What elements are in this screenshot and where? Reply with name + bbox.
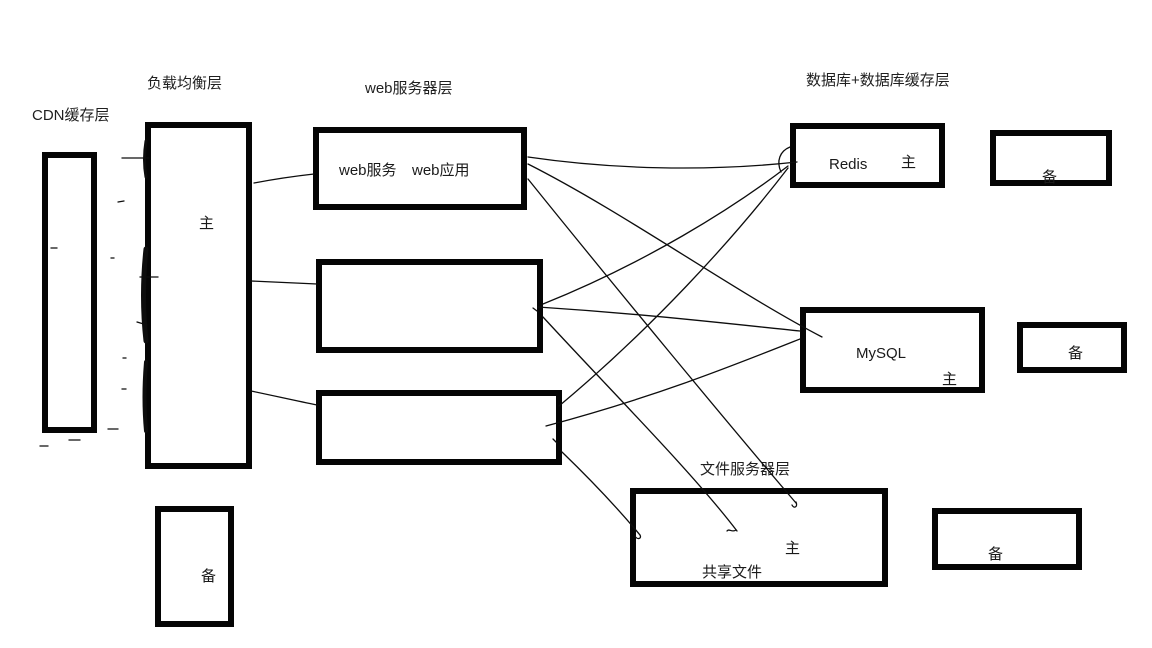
redis-backup-label: 备	[1042, 169, 1058, 186]
connector-web1-file	[527, 178, 797, 504]
redis-box: Redis 主	[790, 123, 945, 188]
file-backup-box: 备	[932, 508, 1082, 570]
web-app-label: web应用	[412, 162, 470, 179]
mysql-role-label: 主	[942, 371, 958, 388]
lb-primary-box: 主	[145, 122, 252, 469]
mysql-backup-box: 备	[1017, 322, 1127, 373]
web-layer-label: web服务器层	[365, 80, 453, 97]
file-layer-label: 文件服务器层	[700, 461, 791, 478]
redis-role-label: 主	[901, 154, 917, 171]
cdn-layer-label: CDN缓存层	[32, 107, 110, 124]
connector-web1-mysql	[527, 163, 823, 338]
lb-backup-box: 备	[155, 506, 234, 627]
pen-speck	[117, 200, 125, 203]
web-server2-box	[316, 259, 543, 353]
mysql-label: MySQL	[856, 345, 907, 362]
lb-layer-label: 负载均衡层	[147, 75, 223, 92]
lb-backup-role-label: 备	[201, 568, 217, 585]
file-primary-box: 主 共享文件	[630, 488, 888, 587]
web-server3-box	[316, 390, 562, 465]
connector-lb-web3	[250, 390, 318, 406]
file-role-label: 主	[785, 540, 801, 557]
cdn-box	[42, 152, 97, 433]
redis-backup-box: 备	[990, 130, 1112, 186]
connector-web1-redis	[527, 156, 798, 169]
file-backup-label: 备	[988, 546, 1004, 563]
lb-primary-role-label: 主	[199, 215, 215, 232]
connector-web2-mysql	[537, 306, 801, 332]
connector-web3-redis	[558, 167, 789, 407]
db-layer-label: 数据库+数据库缓存层	[806, 72, 950, 89]
mysql-backup-label: 备	[1068, 345, 1084, 362]
connector-web3-file	[561, 451, 641, 536]
mysql-box: MySQL 主	[800, 307, 985, 393]
web-server1-box: web服务 web应用	[313, 127, 527, 210]
file-share-label: 共享文件	[702, 564, 763, 581]
pen-hook	[778, 146, 791, 173]
web-service-label: web服务	[339, 162, 397, 179]
connector-web2-redis	[542, 165, 789, 305]
connector-web3-mysql	[545, 338, 801, 427]
connector-lb-web2	[250, 280, 318, 285]
connector-lb-web1	[253, 173, 315, 184]
redis-label: Redis	[829, 156, 868, 173]
